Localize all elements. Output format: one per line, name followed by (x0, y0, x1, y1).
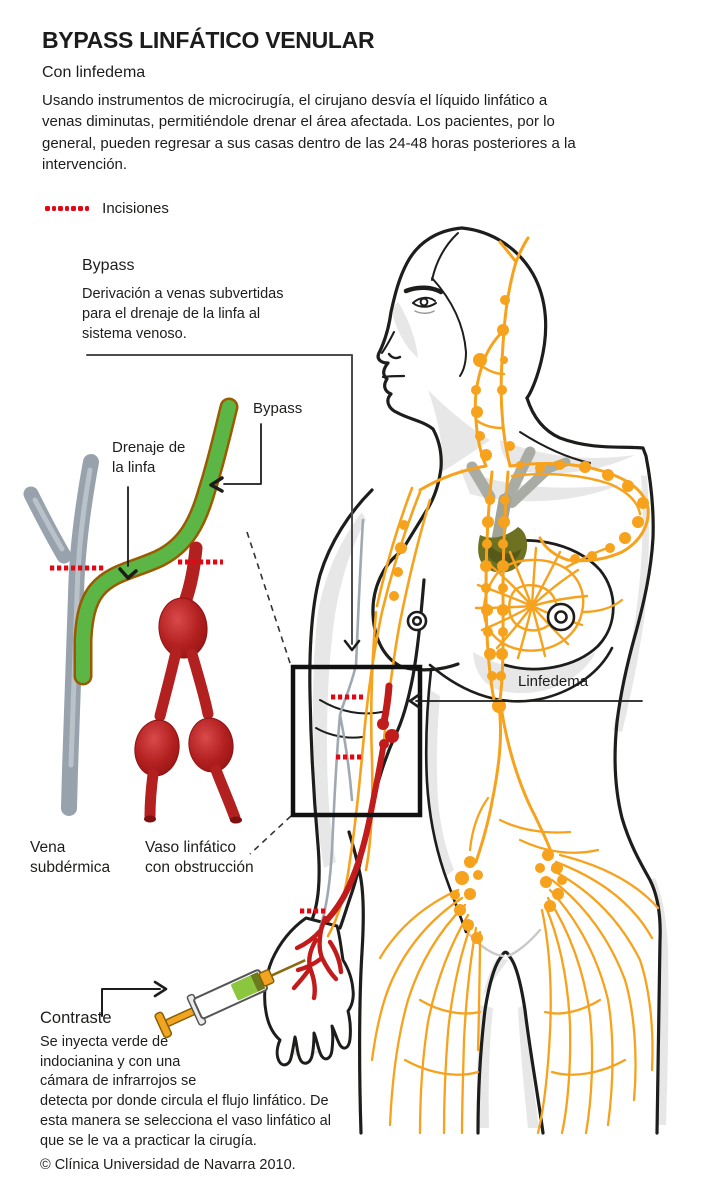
incision-dots-icon (45, 206, 90, 212)
lymphatic-network (326, 236, 660, 1135)
lymph-nodes (389, 295, 649, 944)
contrast-section-description: Se inyecta verde de indocianina y con un… (40, 1033, 350, 1151)
bypass-vessel (73, 397, 239, 686)
leader-lines (86, 354, 643, 1017)
flow-arrow (118, 567, 138, 580)
text-wrap-spacer (228, 1033, 350, 1089)
left-arrow (408, 692, 422, 710)
magnifier-box (246, 531, 423, 855)
lymphedema-label: Linfedema (518, 673, 589, 690)
bypass-section-leader (86, 354, 353, 645)
bypass-section-description: Derivación a venas subvertidas para el d… (82, 286, 284, 342)
bypass-diagram (23, 397, 242, 824)
obstructed-lymph-vessel (134, 541, 242, 824)
nipples (406, 602, 576, 632)
flow-arrow (209, 476, 224, 493)
bypass-vessel-label: Bypass (253, 400, 303, 417)
page-subtitle: Con linfedema (42, 64, 146, 81)
copyright-notice: © Clínica Universidad de Navarra 2010. (40, 1157, 296, 1173)
incision-marks (50, 559, 364, 914)
contrast-text: Se inyecta verde de indocianina y con un… (40, 1034, 331, 1149)
intro-description: Usando instrumentos de microcirugía, el … (42, 92, 576, 173)
face-details (381, 232, 468, 379)
bypass-section-heading: Bypass (82, 257, 135, 274)
lymph-drainage-label: Drenaje de la linfa (112, 439, 186, 476)
subdermal-vein-label: Vena subdérmica (30, 839, 111, 877)
contrast-section-heading: Contraste (40, 1009, 112, 1027)
contrast-leader (101, 988, 161, 1017)
arm-veins (318, 518, 365, 930)
arm-lymph-vessel-red (291, 682, 399, 1001)
right-arrow (153, 980, 168, 998)
incisions-legend-label: Incisiones (102, 200, 169, 217)
hand (263, 916, 355, 1067)
obstructed-vessel-label: Vaso linfático con obstrucción (145, 839, 254, 877)
syringe-icon (154, 959, 306, 1039)
page-title: BYPASS LINFÁTICO VENULAR (42, 27, 375, 53)
incisions-legend: Incisiones (45, 199, 169, 219)
subdermal-vein (23, 454, 99, 816)
bypass-label-line (223, 423, 262, 485)
down-arrow (343, 639, 361, 652)
